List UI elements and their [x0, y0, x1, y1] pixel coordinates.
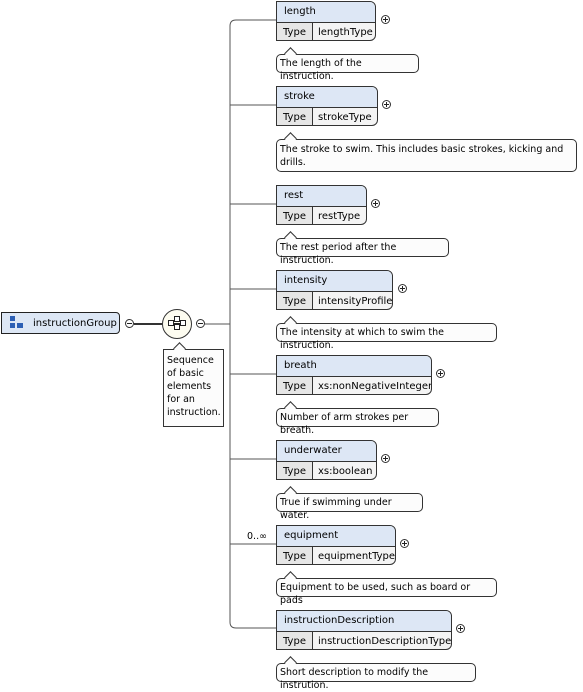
annotation-text: Equipment to be used, such as board or p… — [280, 582, 471, 606]
type-value: strokeType — [317, 112, 372, 123]
group-instructionGroup[interactable]: instructionGroup — [1, 312, 120, 334]
annotation-text: The stroke to swim. This includes basic … — [280, 144, 564, 155]
type-key: Type — [277, 377, 313, 394]
element-instructionDescription[interactable]: instructionDescription Type instructionD… — [276, 610, 452, 650]
element-name: length — [277, 2, 375, 23]
element-annotation: True if swimming under water. — [276, 486, 423, 521]
type-key: Type — [277, 108, 313, 125]
element-name: equipment — [277, 526, 395, 547]
type-key: Type — [277, 547, 313, 564]
element-type-row: Type intensityProfile — [277, 292, 393, 309]
type-value: instructionDescriptionType — [317, 636, 452, 647]
element-annotation: Number of arm strokes per breath. — [276, 401, 439, 436]
occurrence-label: 0..∞ — [247, 531, 267, 542]
element-length[interactable]: length Type lengthType — [276, 1, 376, 41]
type-value: intensityProfile — [317, 296, 393, 307]
sequence-collapse-icon[interactable] — [196, 319, 205, 328]
sequence-annotation-line: instruction. — [167, 407, 221, 418]
sequence-annotation-line: of basic — [167, 368, 204, 379]
expand-icon[interactable] — [381, 15, 390, 24]
group-icon — [10, 316, 24, 330]
element-type-row: Type restType — [277, 207, 366, 224]
type-key: Type — [277, 462, 313, 479]
annotation-text: The length of the instruction. — [280, 58, 362, 82]
element-type-row: Type xs:boolean — [277, 462, 376, 479]
element-type-row: Type equipmentType — [277, 547, 396, 564]
element-type-row: Type strokeType — [277, 108, 377, 125]
annotation-text: The rest period after the instruction. — [280, 242, 397, 266]
type-value: restType — [317, 211, 361, 222]
sequence-annotation: Sequence of basic elements for an instru… — [163, 342, 224, 427]
element-annotation: Short description to modify the instruti… — [276, 656, 476, 691]
expand-icon[interactable] — [436, 369, 445, 378]
expand-icon[interactable] — [371, 199, 380, 208]
group-label: instructionGroup — [33, 317, 117, 329]
expand-icon[interactable] — [381, 454, 390, 463]
annotation-text: The intensity at which to swim the instr… — [280, 327, 444, 351]
element-equipment[interactable]: equipment Type equipmentType — [276, 525, 396, 565]
sequence-icon — [168, 316, 186, 332]
element-annotation: The rest period after the instruction. — [276, 231, 449, 266]
type-key: Type — [277, 632, 313, 649]
type-value: xs:nonNegativeInteger — [317, 381, 432, 392]
type-value: lengthType — [317, 27, 373, 38]
expand-icon[interactable] — [400, 539, 409, 548]
expand-icon[interactable] — [382, 100, 391, 109]
annotation-text: Short description to modify the instruti… — [280, 667, 429, 691]
type-value: xs:boolean — [317, 466, 373, 477]
annotation-text: True if swimming under water. — [280, 497, 392, 521]
type-key: Type — [277, 207, 313, 224]
element-breath[interactable]: breath Type xs:nonNegativeInteger — [276, 355, 432, 395]
element-annotation: The length of the instruction. — [276, 47, 419, 82]
sequence-annotation-line: for an — [167, 394, 195, 405]
element-type-row: Type lengthType — [277, 23, 375, 40]
expand-icon[interactable] — [398, 284, 407, 293]
element-type-row: Type instructionDescriptionType — [277, 632, 452, 649]
element-name: intensity — [277, 271, 392, 292]
group-collapse-icon[interactable] — [125, 319, 134, 328]
sequence-annotation-line: Sequence — [167, 355, 214, 366]
element-underwater[interactable]: underwater Type xs:boolean — [276, 440, 377, 480]
annotation-text: Number of arm strokes per breath. — [280, 412, 409, 436]
sequence-annotation-line: elements — [167, 381, 212, 392]
element-intensity[interactable]: intensity Type intensityProfile — [276, 270, 393, 310]
type-key: Type — [277, 292, 313, 309]
annotation-text: drills. — [280, 157, 306, 168]
element-name: rest — [277, 186, 366, 207]
element-annotation: Equipment to be used, such as board or p… — [276, 571, 497, 606]
element-rest[interactable]: rest Type restType — [276, 185, 367, 225]
element-name: instructionDescription — [277, 611, 451, 632]
element-name: underwater — [277, 441, 376, 462]
expand-icon[interactable] — [456, 624, 465, 633]
element-annotation: The intensity at which to swim the instr… — [276, 316, 497, 351]
element-type-row: Type xs:nonNegativeInteger — [277, 377, 432, 394]
type-value: equipmentType — [317, 551, 396, 562]
element-stroke[interactable]: stroke Type strokeType — [276, 86, 378, 126]
element-annotation: The stroke to swim. This includes basic … — [276, 132, 577, 172]
element-name: breath — [277, 356, 431, 377]
sequence-compositor[interactable] — [162, 309, 192, 339]
element-name: stroke — [277, 87, 377, 108]
type-key: Type — [277, 23, 313, 40]
